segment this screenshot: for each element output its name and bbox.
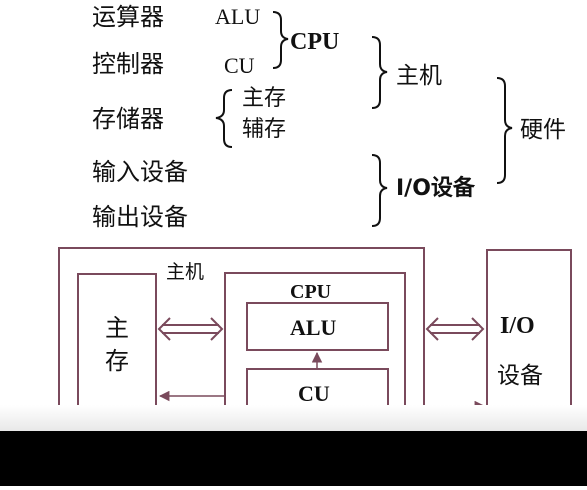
hierarchy-braces — [215, 11, 513, 227]
diagram-cpu-label: CPU — [290, 281, 331, 303]
io-brace — [371, 154, 388, 227]
hardware-label: 硬件 — [520, 117, 566, 143]
host-label: 主机 — [396, 63, 442, 89]
diagram-io-line1: I/O — [500, 313, 535, 339]
memory-label: 存储器 — [92, 105, 164, 133]
host-brace — [371, 36, 388, 109]
alu-en-label: ALU — [215, 4, 260, 29]
output-device-label: 输出设备 — [92, 203, 188, 231]
cpu-io-double-arrow — [425, 317, 485, 341]
cu-en-label: CU — [224, 53, 255, 78]
block-diagram-labels: 主机 主 存 CPU ALU CU I/O 设备 — [105, 261, 543, 406]
alu-cn-label: 运算器 — [92, 3, 164, 31]
hardware-brace — [496, 77, 513, 184]
bottom-black-bar — [0, 431, 587, 486]
bottom-fade — [0, 405, 587, 431]
diagram-main-memory-line2: 存 — [105, 347, 129, 375]
aux-memory-label: 辅存 — [242, 117, 286, 142]
alu-box — [246, 302, 389, 351]
diagram-alu-label: ALU — [290, 315, 337, 340]
cu-cn-label: 控制器 — [92, 50, 164, 78]
cpu-brace — [272, 11, 289, 69]
memory-cpu-double-arrow — [157, 317, 224, 341]
memory-brace — [215, 89, 233, 148]
cpu-label: CPU — [290, 29, 339, 55]
hierarchy-section: 运算器 ALU 控制器 CU CPU 存储器 主存 辅存 主机 输入设备 输出设… — [92, 3, 566, 231]
diagram-host-label: 主机 — [166, 261, 204, 283]
diagram-cu-label: CU — [298, 381, 330, 406]
io-device-label: I/O设备 — [396, 175, 476, 201]
diagram-io-line2: 设备 — [497, 363, 543, 389]
diagram-main-memory-line1: 主 — [105, 314, 129, 342]
main-memory-label: 主存 — [242, 86, 286, 111]
input-device-label: 输入设备 — [92, 158, 188, 186]
